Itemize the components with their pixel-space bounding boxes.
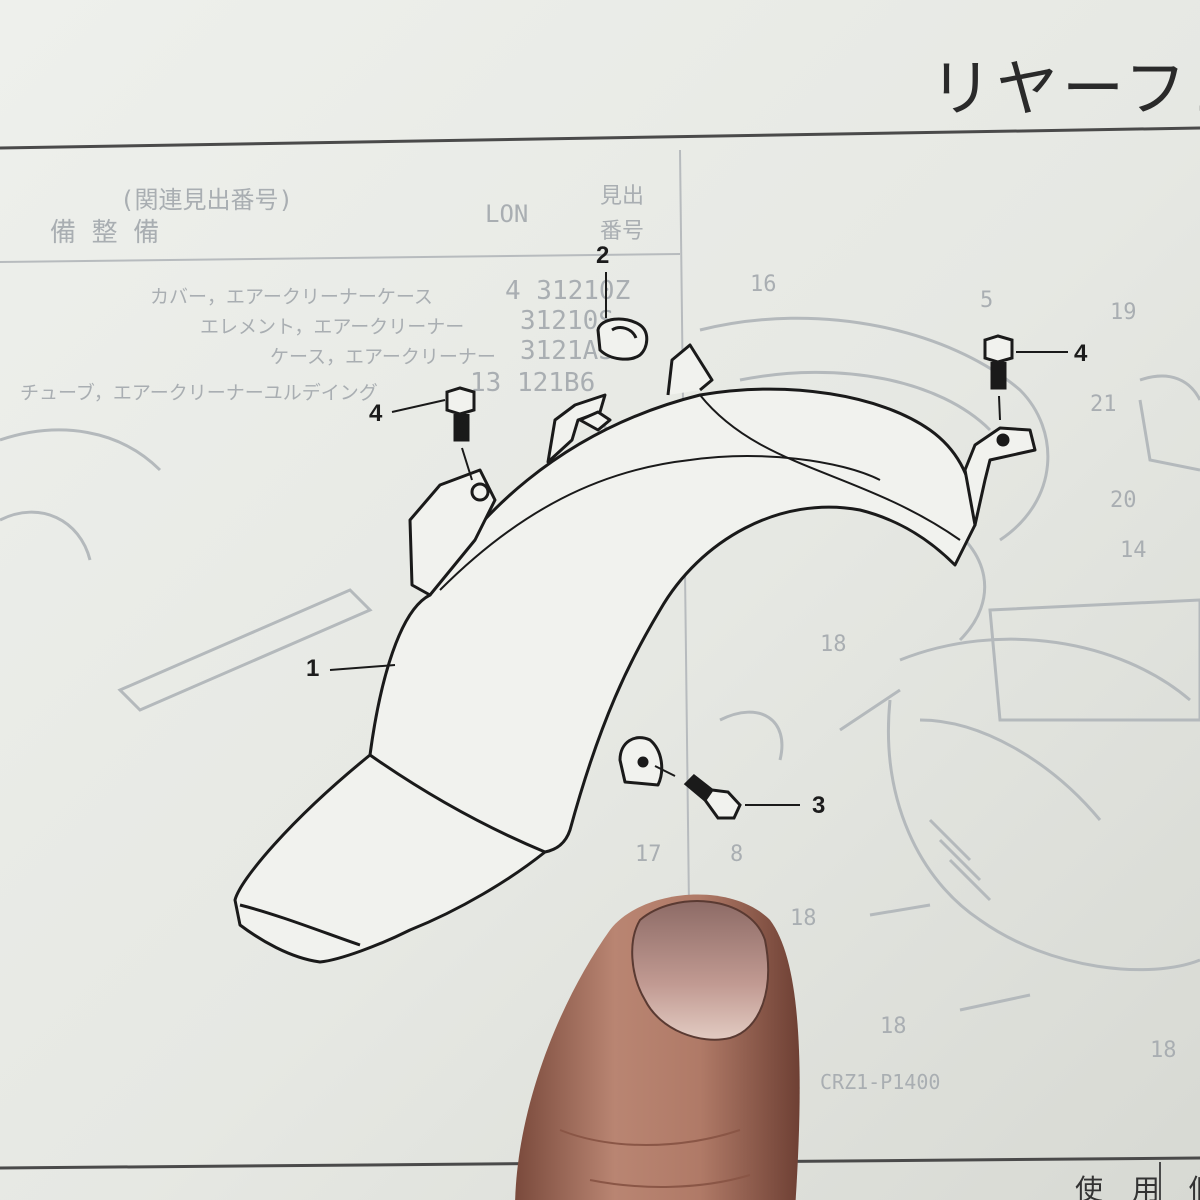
callout-label-3: 3 [812,792,826,819]
ghost-number: 5 [980,288,994,313]
ghost-number: 17 [635,842,662,867]
bolt-right-drawing [983,334,1014,421]
ghost-number: 18 [790,906,817,931]
ghost-row-3-name: ケース，エアークリーナー [270,346,496,368]
ghost-number: 19 [1110,300,1137,325]
callout-label-1: 1 [306,655,320,682]
leader-lines [329,272,1068,806]
bolt-left-drawing [445,386,476,481]
callout-label-4-left: 4 [369,400,383,427]
ghost-row-1-name: カバー，エアークリーナーケース [150,286,433,308]
ghost-number: 21 [1090,392,1117,417]
ghost-row-1-part: 4 31210Z [505,276,631,306]
page-title: リヤーフェ [930,52,1200,125]
ghost-number: 18 [880,1014,907,1039]
ghost-number: 18 [1150,1038,1177,1063]
ghost-col3-head-bottom: 番号 [600,219,645,244]
footer-text: 使 用 個 [1075,1173,1200,1200]
ghost-row-4-part: 13 121B6 [470,368,596,398]
ghost-number: 14 [1120,538,1147,563]
ghost-number: 18 [820,632,847,657]
thumb-photo [515,894,800,1200]
ghost-col1-head-bottom: 備 整 備 [50,218,160,248]
ghost-row-2-name: エレメント，エアークリーナー [200,316,465,338]
rear-fender-drawing [233,343,1037,964]
ghost-col1-head-top: (関連見出番号) [120,186,293,214]
bolt-lower-drawing [654,765,742,820]
clip-part [596,317,649,361]
ghost-number: 8 [730,842,744,867]
ghost-col3-head-top: 見出 [600,184,645,209]
callout-label-4-right: 4 [1074,340,1088,367]
callout-label-2: 2 [596,242,610,269]
ghost-row-4-name: チューブ，エアークリーナーユルデイング [20,382,378,404]
ghost-part-code: CRZ1-P1400 [820,1070,941,1094]
ghost-number: 20 [1110,488,1137,513]
ghost-number: 16 [750,272,777,297]
ghost-col2-head: LON [485,200,529,228]
